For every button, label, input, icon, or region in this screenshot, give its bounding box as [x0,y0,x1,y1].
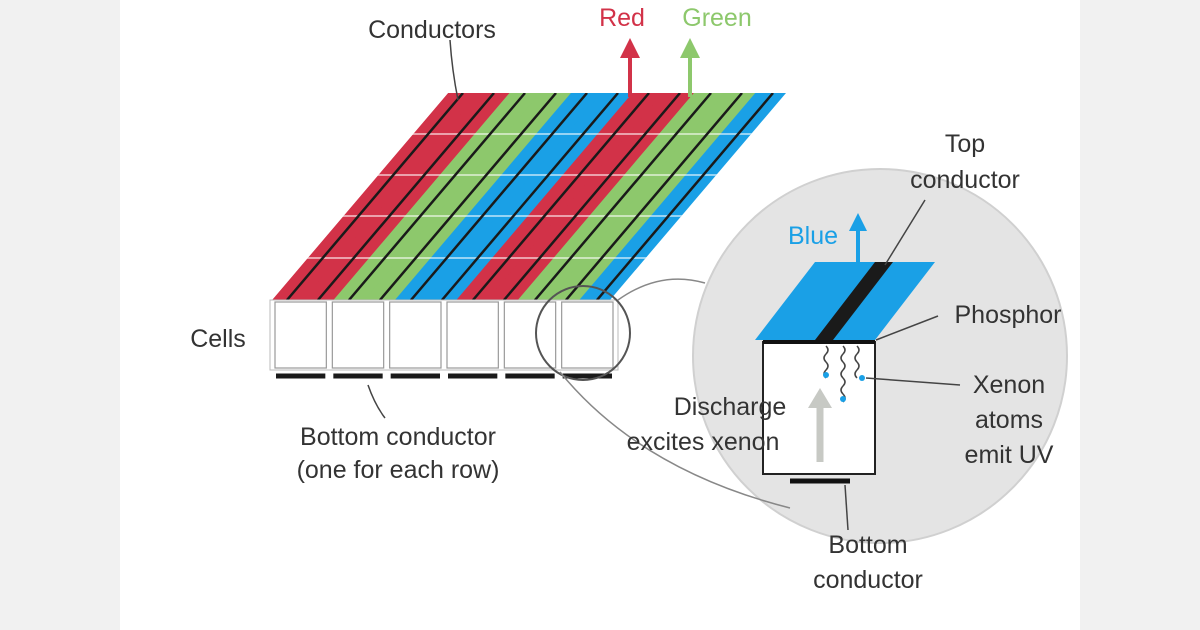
cells-label: Cells [190,325,246,353]
green-label: Green [682,4,751,32]
zoom-connector-bottom [559,371,791,509]
top-conductor-line [503,93,681,300]
magnifier-circle [692,168,1068,544]
top-conductor-line [472,93,650,300]
top-conductor-label-line1: Top [945,130,985,158]
magnified-top-conductor [815,262,893,340]
cell [331,301,385,369]
phosphor-label: Phosphor [954,301,1061,329]
cell [503,301,557,369]
stripe-green [548,93,756,300]
top-conductor-line [565,93,743,300]
top-conductor-label-line2: conductor [910,166,1020,194]
cell [446,301,499,369]
phosphor-pointer [875,315,939,341]
blue-arrow-head [849,213,867,231]
zoom-ellipse [535,285,631,381]
top-conductor-lines [286,93,774,300]
xenon-label-line2: atoms [975,406,1043,434]
bottom-conductor-label-line2: (one for each row) [297,456,500,484]
bottom-conductor-pointer [367,384,386,419]
green-arrow-head [680,38,700,58]
bottom-label-line2: conductor [813,566,923,594]
xenon-atom-1 [823,372,829,378]
top-conductor-line [348,93,526,300]
top-conductor-line [317,93,495,300]
cells-row [269,299,619,371]
xenon-squiggle-2 [840,345,846,403]
xenon-pointer [865,377,961,386]
xenon-squiggle-3 [854,345,860,379]
cells-frame [269,299,619,371]
top-conductor-pointer [884,199,926,266]
cell [274,301,327,369]
top-conductor-line [441,93,619,300]
top-conductor-line [596,93,774,300]
xenon-label-line3: emit UV [965,441,1054,469]
xenon-atom-3 [859,375,865,381]
top-conductor-line [534,93,712,300]
blue-label: Blue [788,222,838,250]
bottom-conductor-label-line1: Bottom conductor [300,423,496,451]
xenon-label-line1: Xenon [973,371,1045,399]
red-label: Red [599,4,645,32]
stripe-blue [579,93,786,300]
xenon-atom-2 [840,396,846,402]
top-conductor-line [379,93,557,300]
zoom-connector-top [617,278,706,301]
xenon-squiggle-1 [823,345,829,379]
red-arrow-head [620,38,640,58]
cell [389,301,442,369]
conductors-label: Conductors [368,16,496,44]
conductors-pointer [449,39,459,101]
discharge-label-line2: excites xenon [627,428,780,456]
top-conductor-line [286,93,464,300]
discharge-arrow-head [808,388,832,408]
bottom-label-line1: Bottom [828,531,907,559]
cell [561,301,614,369]
bottom-pointer [844,484,849,531]
top-conductor-line [410,93,588,300]
discharge-label-line1: Discharge [674,393,787,421]
